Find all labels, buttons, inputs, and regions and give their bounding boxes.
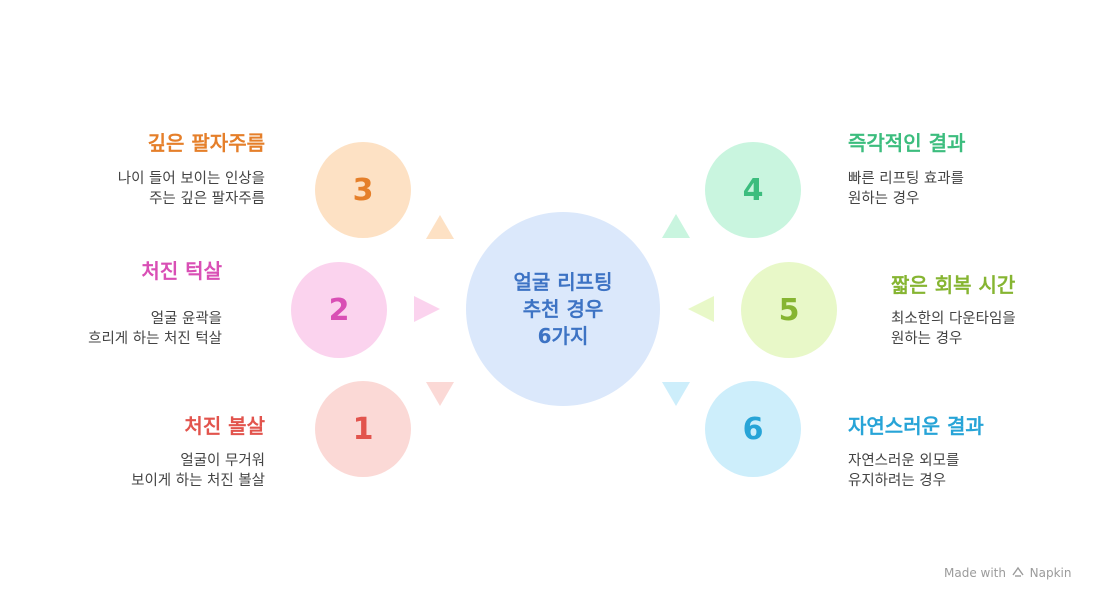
number-label-3: 3 bbox=[352, 172, 374, 208]
arrow-up-icon bbox=[662, 214, 690, 238]
item-desc-1: 얼굴이 무거워 보이게 하는 처진 볼살 bbox=[131, 453, 265, 489]
arrow-right-icon bbox=[414, 296, 440, 322]
item-desc-2: 얼굴 윤곽을 흐리게 하는 처진 턱살 bbox=[88, 311, 222, 347]
item-desc-6: 자연스러운 외모를 유지하려는 경우 bbox=[848, 453, 960, 489]
number-label-6: 6 bbox=[742, 411, 764, 447]
item-desc-3: 나이 들어 보이는 인상을 주는 깊은 팔자주름 bbox=[117, 171, 265, 207]
arrow-down-icon bbox=[426, 382, 454, 406]
number-circle-3: 3 bbox=[315, 142, 411, 238]
item-title-3: 깊은 팔자주름 bbox=[147, 131, 265, 155]
made-with-napkin-footer: Made with Napkin bbox=[944, 566, 1071, 581]
number-circle-2: 2 bbox=[291, 262, 387, 358]
item-title-5: 짧은 회복 시간 bbox=[891, 273, 1016, 297]
item-desc-4: 빠른 리프팅 효과를 원하는 경우 bbox=[848, 171, 964, 207]
arrow-left-icon bbox=[688, 296, 714, 322]
center-title: 얼굴 리프팅 추천 경우 6가지 bbox=[513, 269, 613, 348]
number-circle-1: 1 bbox=[315, 381, 411, 477]
napkin-brand: Napkin bbox=[1029, 566, 1072, 580]
made-with-label: Made with bbox=[944, 566, 1006, 580]
number-label-1: 1 bbox=[352, 411, 374, 447]
number-label-2: 2 bbox=[328, 292, 350, 328]
item-title-1: 처진 볼살 bbox=[184, 414, 265, 438]
napkin-logo-icon bbox=[1012, 566, 1024, 581]
item-title-6: 자연스러운 결과 bbox=[848, 414, 984, 438]
number-circle-5: 5 bbox=[741, 262, 837, 358]
item-desc-5: 최소한의 다운타임을 원하는 경우 bbox=[891, 311, 1016, 347]
item-title-2: 처진 턱살 bbox=[141, 259, 222, 283]
arrow-down-icon bbox=[662, 382, 690, 406]
number-circle-6: 6 bbox=[705, 381, 801, 477]
number-label-4: 4 bbox=[742, 172, 764, 208]
arrow-up-icon bbox=[426, 215, 454, 239]
number-label-5: 5 bbox=[778, 292, 800, 328]
center-circle: 얼굴 리프팅 추천 경우 6가지 bbox=[466, 212, 660, 406]
number-circle-4: 4 bbox=[705, 142, 801, 238]
item-title-4: 즉각적인 결과 bbox=[848, 131, 966, 155]
